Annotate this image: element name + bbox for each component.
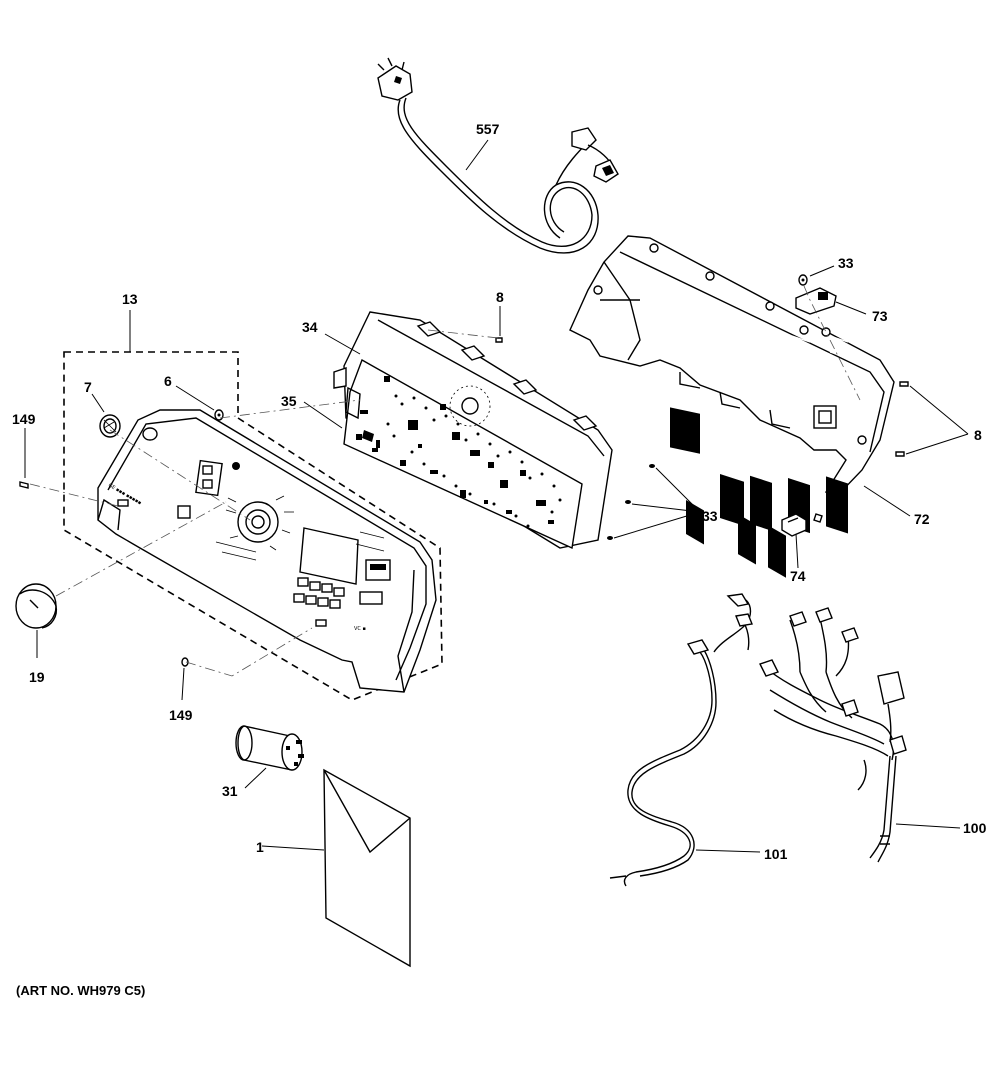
wire-harness-101-part bbox=[609, 593, 753, 887]
callout-6: 6 bbox=[164, 373, 172, 389]
callout-73: 73 bbox=[872, 308, 888, 324]
knob-7-part bbox=[99, 414, 121, 438]
rear-console-part bbox=[569, 235, 895, 578]
callout-19: 19 bbox=[29, 669, 45, 685]
callout-13: 13 bbox=[122, 291, 138, 307]
screws-33-part bbox=[607, 464, 655, 540]
callout-31: 31 bbox=[222, 783, 238, 799]
power-cord-part bbox=[377, 57, 619, 254]
clip-74-part bbox=[781, 513, 823, 537]
callout-33: 33 bbox=[702, 508, 718, 524]
control-panel-front-part: GE ▪▪▪ ▪▪▪▪▪ VC ▪ bbox=[97, 409, 437, 693]
callout-33-top: 33 bbox=[838, 255, 854, 271]
screw-33-top-part bbox=[798, 274, 808, 286]
callout-149-bottom: 149 bbox=[169, 707, 193, 723]
art-number: (ART NO. WH979 C5) bbox=[16, 983, 145, 998]
callout-72: 72 bbox=[914, 511, 930, 527]
callout-100: 100 bbox=[963, 820, 987, 836]
assembly-guide-lines bbox=[29, 285, 861, 677]
callout-74: 74 bbox=[790, 568, 806, 584]
callout-labels: 557 13 34 8 35 7 6 149 19 149 33 73 8 72… bbox=[12, 121, 987, 998]
capacitor-31-part bbox=[235, 725, 304, 771]
callout-8-top: 8 bbox=[496, 289, 504, 305]
assembly-13-outline bbox=[63, 351, 443, 701]
knob-19-part bbox=[15, 583, 58, 629]
callout-557: 557 bbox=[476, 121, 500, 137]
callout-101: 101 bbox=[764, 846, 788, 862]
callout-34: 34 bbox=[302, 319, 318, 335]
callout-8-right: 8 bbox=[974, 427, 982, 443]
callout-35: 35 bbox=[281, 393, 297, 409]
svg-text:VC ▪: VC ▪ bbox=[354, 626, 366, 632]
screw-149-bottom-part bbox=[181, 657, 189, 667]
wire-harness-100-part bbox=[759, 607, 907, 863]
callout-149-left: 149 bbox=[12, 411, 36, 427]
manual-1-part bbox=[323, 768, 411, 968]
bracket-73-part bbox=[795, 287, 837, 315]
callout-7: 7 bbox=[84, 379, 92, 395]
screw-149-left-part bbox=[19, 481, 29, 489]
callout-leaders bbox=[24, 139, 969, 853]
screw-8-top-part bbox=[495, 337, 503, 343]
pcb-assembly-part bbox=[333, 311, 613, 550]
callout-1: 1 bbox=[256, 839, 264, 855]
screws-8-right-part bbox=[895, 381, 909, 457]
part-6 bbox=[214, 409, 224, 421]
